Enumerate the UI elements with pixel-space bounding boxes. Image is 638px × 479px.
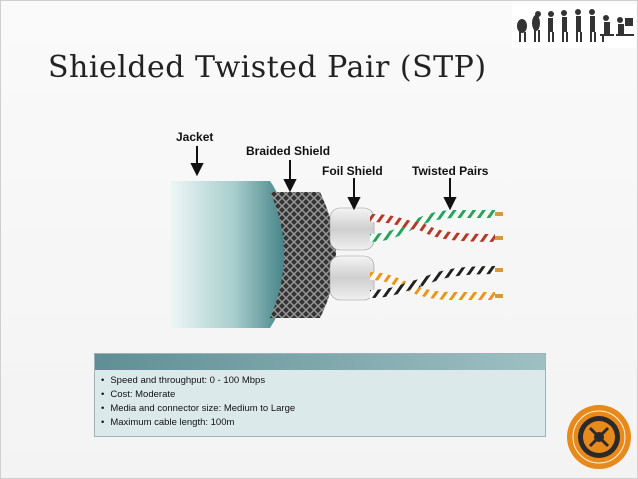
label-twisted-pairs: Twisted Pairs: [412, 164, 489, 178]
pointer-arrows: [190, 146, 457, 211]
stp-cable-diagram: Jacket Braided Shield Foil Shield Twiste…: [170, 126, 520, 332]
copper-tips: [495, 212, 503, 298]
cable-illustration: [170, 146, 503, 328]
spec-speed: Speed and throughput: 0 - 100 Mbps: [101, 374, 545, 388]
specs-list: Speed and throughput: 0 - 100 Mbps Cost:…: [101, 374, 545, 430]
college-seal-logo: [567, 405, 631, 469]
spec-cable-length: Maximum cable length: 100m: [101, 416, 545, 430]
label-braided-shield: Braided Shield: [246, 144, 331, 158]
wire-red: [418, 222, 496, 242]
wire-black-back: [369, 279, 421, 298]
specs-box: Speed and throughput: 0 - 100 Mbps Cost:…: [94, 353, 546, 437]
slide-title: Shielded Twisted Pair (STP): [48, 50, 487, 85]
foil-shield-upper: [329, 207, 375, 251]
foil-shield-lower: [329, 255, 375, 301]
spec-connector-size: Media and connector size: Medium to Larg…: [101, 402, 545, 416]
wire-black: [418, 266, 496, 287]
evolution-graphic: [512, 4, 636, 48]
jacket-shape: [170, 181, 288, 328]
wire-red-back: [369, 214, 421, 230]
label-jacket: Jacket: [176, 130, 214, 144]
braided-shield-shape: [270, 192, 336, 318]
label-foil-shield: Foil Shield: [322, 164, 383, 178]
spec-cost: Cost: Moderate: [101, 388, 545, 402]
specs-header-band: [95, 354, 545, 370]
